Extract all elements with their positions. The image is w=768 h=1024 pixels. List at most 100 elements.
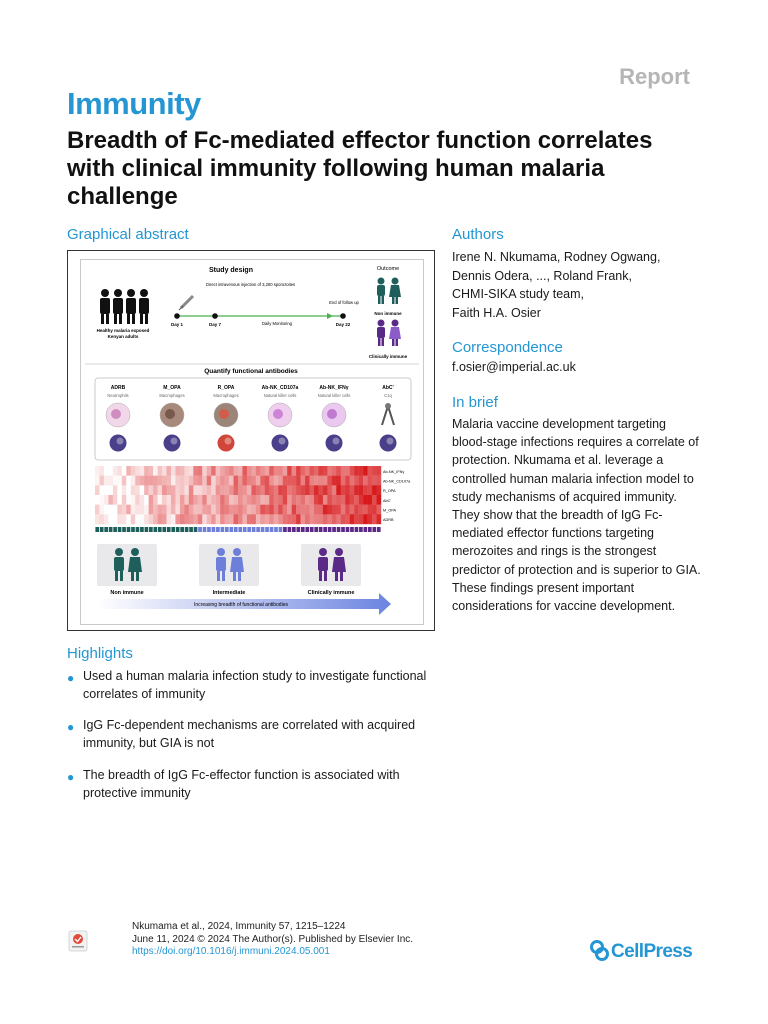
heatmap-cell [121, 466, 127, 476]
heatmap-cell [363, 475, 368, 486]
outcome-clinically-immune: Clinically immune [369, 354, 408, 359]
heatmap-cell [345, 485, 350, 496]
heatmap-cell [121, 504, 127, 515]
heatmap-cell [139, 475, 145, 486]
heatmap-cell [336, 475, 341, 486]
heatmap-cell [193, 504, 198, 515]
heatmap-cell [345, 475, 350, 486]
heatmap-cell [372, 475, 377, 486]
group-box-non-immune [97, 544, 157, 586]
heatmap-cell [233, 485, 239, 496]
heatmap [95, 466, 382, 525]
heatmap-cell [170, 514, 176, 525]
heatmap-cell [126, 466, 131, 476]
heatmap-cell [144, 475, 149, 486]
heatmap-cell [278, 475, 283, 486]
heatmap-cell [313, 495, 319, 505]
group-bar-segment [341, 527, 345, 532]
parasite-cell-icon [217, 434, 235, 452]
heatmap-cell [144, 495, 149, 505]
heatmap-cell [246, 514, 252, 525]
heatmap-cell [278, 495, 283, 505]
heatmap-cell [121, 475, 127, 486]
heatmap-cell [376, 495, 382, 505]
heatmap-cell [108, 495, 114, 505]
heatmap-cell [318, 475, 324, 486]
heatmap-cell [358, 466, 364, 476]
heatmap-cell [126, 485, 131, 496]
group-box-intermediate [199, 544, 259, 586]
heatmap-cell [135, 514, 140, 525]
heatmap-cell [170, 495, 176, 505]
group-annotation-bar [95, 527, 381, 532]
heatmap-cell [372, 495, 377, 505]
group-label-immune: Clinically immune [308, 590, 355, 596]
heatmap-cell [313, 485, 319, 496]
heatmap-cell [327, 514, 333, 525]
assay-cell-type: Macrophages [213, 393, 238, 398]
group-non-immune-people-icon [114, 548, 142, 581]
heatmap-cell [211, 504, 216, 515]
heatmap-cell [175, 514, 181, 525]
heatmap-cell [184, 475, 190, 486]
heatmap-cell [322, 504, 328, 515]
cellpress-logo[interactable]: CellPress [588, 937, 696, 968]
check-for-updates-icon[interactable] [68, 930, 88, 952]
correspondence-heading: Correspondence [452, 339, 563, 356]
arrow-label: Increasing breadth of functional antibod… [194, 602, 288, 608]
heatmap-cell [331, 495, 337, 505]
heatmap-cell [126, 504, 131, 515]
group-bar-segment [247, 527, 252, 532]
group-bar-segment [274, 527, 278, 532]
injection-note: Direct intravenous injection of 3,200 sp… [206, 282, 295, 287]
heatmap-cell [211, 495, 216, 505]
heatmap-cell [95, 475, 100, 486]
heatmap-cell [233, 475, 239, 486]
heatmap-cell [238, 466, 243, 476]
effector-cell-icon [381, 402, 395, 426]
heatmap-cell [340, 466, 346, 476]
group-bar-segment [175, 527, 180, 532]
heatmap-cell [197, 514, 203, 525]
group-bar-segment [193, 527, 198, 532]
correspondence-email-link[interactable]: f.osier@imperial.ac.uk [452, 360, 576, 374]
heatmap-cell [255, 504, 261, 515]
heatmap-cell [148, 475, 154, 486]
heatmap-cell [144, 466, 149, 476]
in-brief-text: Malaria vaccine development targeting bl… [452, 417, 701, 614]
heatmap-cell [269, 514, 274, 525]
heatmap-cell [224, 495, 230, 505]
breadth-arrow-icon [97, 593, 391, 615]
assay-panels: ADRBNeutrophilsM_OPAMacrophagesR_OPAMacr… [105, 385, 397, 452]
copyright-line: June 11, 2024 © 2024 The Author(s). Publ… [132, 933, 414, 945]
cohort-people-icon [100, 289, 149, 324]
heatmap-cell [305, 495, 310, 505]
timeline-arrow-icon [327, 313, 333, 319]
heatmap-cell [175, 466, 181, 476]
heatmap-cell [300, 504, 306, 515]
group-bar-segment [323, 527, 327, 532]
heatmap-cell [224, 485, 230, 496]
highlight-item: ●Used a human malaria infection study to… [67, 667, 437, 703]
heatmap-cell [130, 504, 136, 515]
group-bar-segment [376, 527, 381, 532]
assay-cell-type: Macrophages [159, 393, 184, 398]
heatmap-cell [126, 475, 131, 486]
heatmap-cell [296, 514, 301, 525]
journal-logo[interactable]: Immunity [67, 86, 201, 121]
heatmap-cell [179, 475, 185, 486]
heatmap-cell [273, 485, 279, 496]
heatmap-cell [166, 475, 172, 486]
heatmap-cell [153, 504, 158, 515]
heatmap-cell [354, 514, 359, 525]
heatmap-cell [363, 504, 368, 515]
heatmap-cell [238, 495, 243, 505]
bullet-icon: ● [67, 720, 75, 734]
doi-link[interactable]: https://doi.org/10.1016/j.immuni.2024.05… [132, 946, 330, 957]
group-bar-segment [283, 527, 287, 532]
heatmap-cell [211, 485, 216, 496]
heatmap-cell [193, 514, 198, 525]
heatmap-cell [229, 504, 234, 515]
heatmap-cell [327, 485, 333, 496]
heatmap-cell [162, 495, 167, 505]
